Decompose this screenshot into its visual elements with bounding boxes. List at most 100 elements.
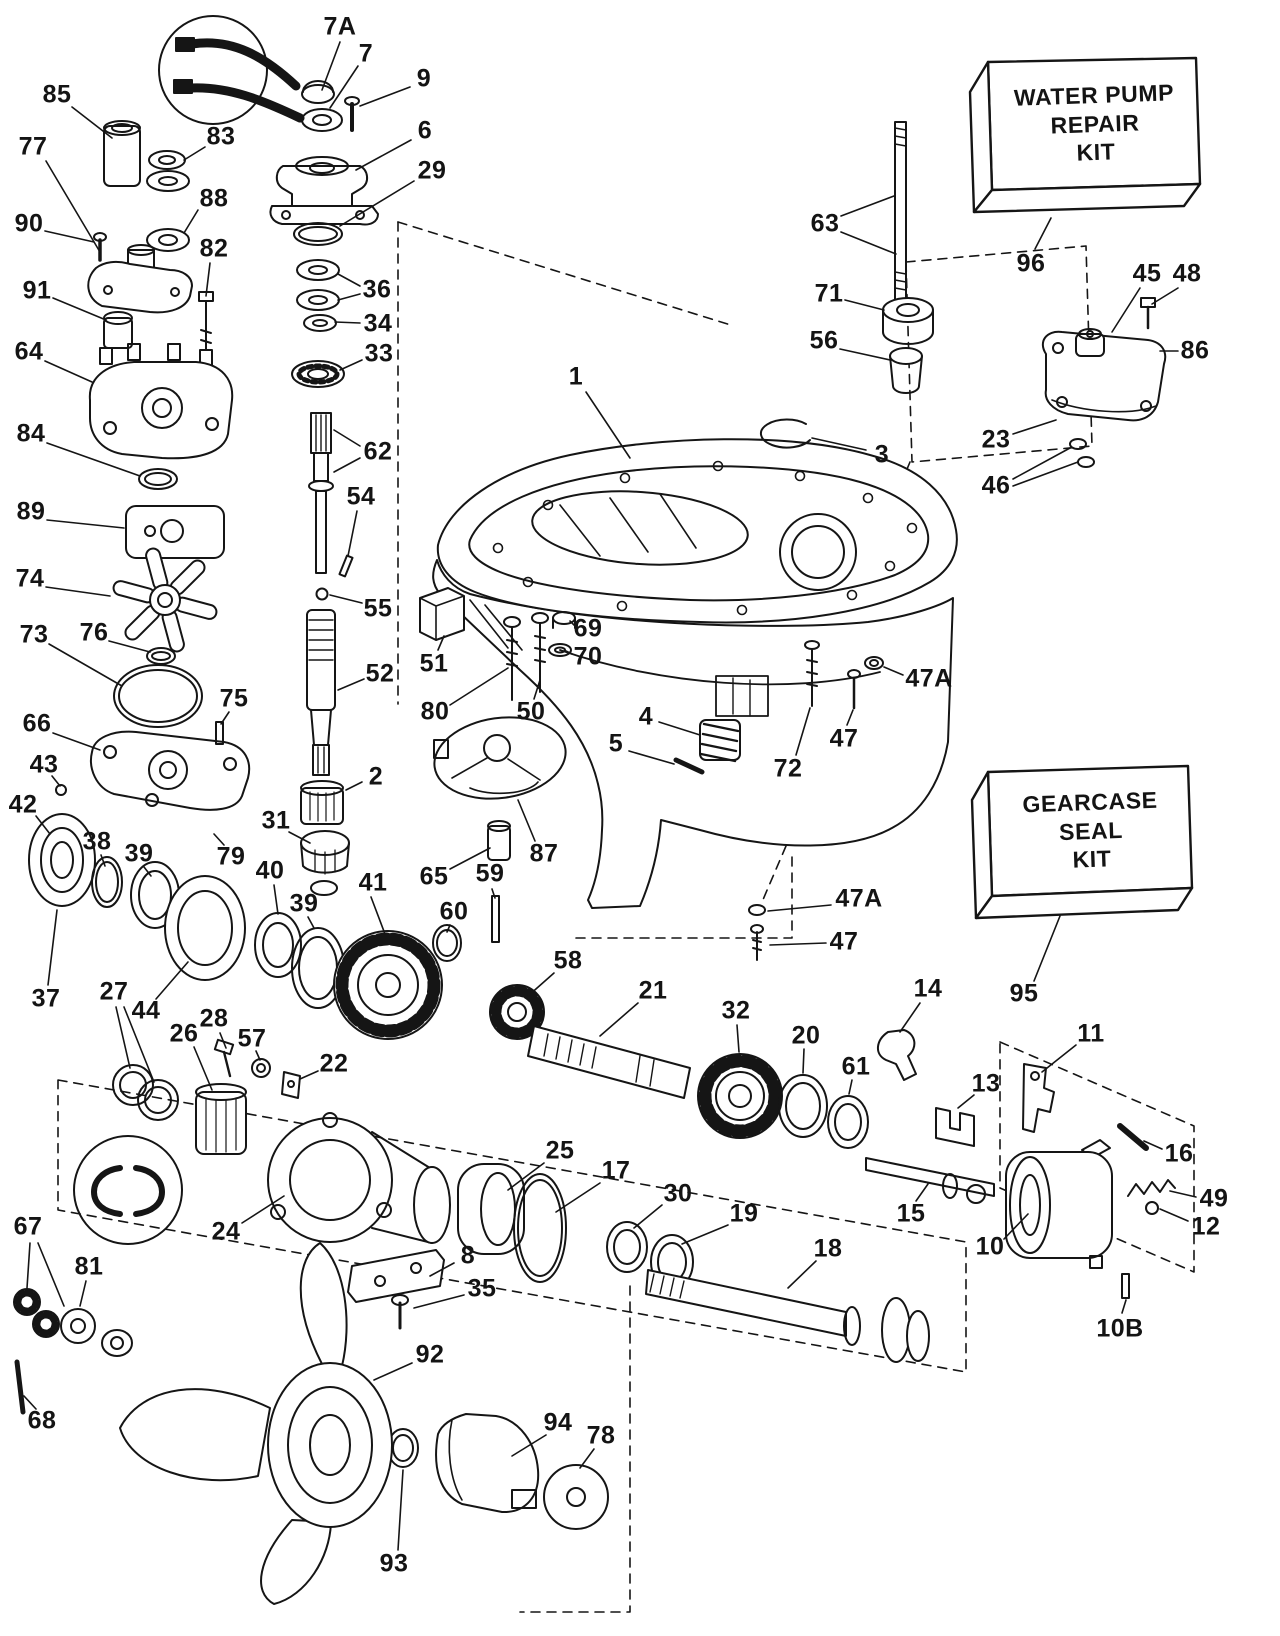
leader-line-19 <box>681 1224 729 1245</box>
leader-line-69 <box>569 620 575 626</box>
leader-line-78 <box>579 1448 595 1469</box>
water-pump-kit-label: WATER PUMP REPAIR KIT <box>1013 79 1175 166</box>
forward-gear <box>333 930 443 1040</box>
leader-line-64 <box>44 360 93 383</box>
propeller <box>119 1242 393 1605</box>
leader-line-11 <box>1041 1044 1077 1073</box>
leader-line-88 <box>183 209 199 234</box>
leader-line-18 <box>787 1260 817 1289</box>
housing-fasteners <box>748 640 884 961</box>
leader-line-17 <box>555 1182 601 1213</box>
gearcase-seal-kit-label: GEARCASE SEAL KIT <box>1022 786 1158 873</box>
leader-line-74 <box>45 586 111 597</box>
leader-line-46 <box>1012 447 1071 480</box>
water-pump-assembly <box>55 343 251 811</box>
front-housing-hardware <box>419 587 741 962</box>
leader-line-49 <box>1169 1190 1197 1198</box>
brand-logo-circle <box>73 1135 183 1245</box>
leader-line-59 <box>491 888 496 899</box>
leader-line-40 <box>273 884 279 915</box>
leader-line-72 <box>795 707 811 756</box>
leader-line-15 <box>915 1183 929 1202</box>
leader-line-31 <box>288 831 311 844</box>
leader-line-28 <box>219 1032 227 1049</box>
leader-line-67 <box>26 1242 31 1289</box>
leader-line-24 <box>241 1195 285 1224</box>
leader-line-10 <box>1003 1213 1029 1240</box>
leader-line-12 <box>1159 1208 1189 1222</box>
propshaft-group <box>489 984 869 1149</box>
leader-line-80 <box>449 667 509 706</box>
exploded-view-guides <box>57 221 1195 1613</box>
leader-line-5 <box>628 750 675 765</box>
leader-line-39 <box>307 916 315 929</box>
gearcase-seal-kit-box <box>970 764 1194 920</box>
leader-line-94 <box>511 1434 547 1457</box>
leader-line-30 <box>633 1204 663 1229</box>
pinion-gear-group <box>300 830 443 1040</box>
leader-line-16 <box>1143 1140 1163 1150</box>
leader-line-63 <box>840 231 897 255</box>
leader-line-55 <box>329 594 363 604</box>
leader-line-43 <box>51 775 61 787</box>
leader-line-27 <box>115 1006 131 1069</box>
leader-line-57 <box>255 1050 261 1061</box>
leader-line-4 <box>658 721 701 736</box>
leader-line-27 <box>123 1006 155 1083</box>
shift-linkage-group <box>865 1029 1176 1215</box>
leader-line-33 <box>339 359 363 371</box>
leader-line-7A <box>321 41 341 91</box>
leader-line-63 <box>840 195 895 217</box>
leader-line-1 <box>585 391 631 459</box>
leader-line-95 <box>1033 915 1061 982</box>
leader-line-77 <box>45 160 101 253</box>
leader-line-39 <box>143 866 152 877</box>
leader-line-14 <box>899 1002 921 1033</box>
leader-line-48 <box>1151 287 1179 305</box>
leader-line-41 <box>370 896 386 935</box>
water-tube-parts <box>87 120 214 351</box>
leader-line-79 <box>213 833 225 846</box>
leader-line-25 <box>507 1162 545 1191</box>
leader-line-62 <box>333 457 361 473</box>
impeller <box>112 547 218 653</box>
leader-line-68 <box>23 1395 37 1410</box>
leader-line-13 <box>957 1094 975 1109</box>
leader-line-67 <box>37 1242 65 1307</box>
leader-line-87 <box>517 799 536 842</box>
leader-line-82 <box>205 262 211 297</box>
snap-ring <box>759 418 811 449</box>
leader-line-65 <box>449 847 491 870</box>
hose-clamp-detail-circle <box>158 15 305 125</box>
leader-line-44 <box>155 961 189 1000</box>
leader-line-73 <box>48 643 123 687</box>
leader-line-89 <box>46 519 125 529</box>
leader-line-47 <box>846 709 854 726</box>
leader-line-2 <box>345 781 363 791</box>
leader-line-10B <box>1121 1299 1127 1314</box>
leader-line-32 <box>736 1024 740 1053</box>
leader-line-36 <box>337 273 361 287</box>
leader-line-54 <box>347 510 358 557</box>
leader-line-84 <box>46 442 141 477</box>
leader-line-61 <box>848 1079 853 1095</box>
driveshaft-seal-stack <box>269 80 379 388</box>
water-pump-kit-box <box>968 56 1202 214</box>
leader-line-91 <box>52 297 107 321</box>
leader-line-56 <box>839 348 891 361</box>
bearing-carrier-group <box>1005 1139 1130 1299</box>
leader-line-20 <box>802 1048 805 1074</box>
leader-line-90 <box>44 230 95 243</box>
driveshaft <box>300 412 354 825</box>
leader-line-36 <box>337 293 361 301</box>
leader-line-71 <box>844 299 885 311</box>
cover-plate-group <box>1041 297 1167 468</box>
leader-line-50 <box>533 679 541 700</box>
leader-line-81 <box>79 1280 87 1307</box>
leader-line-51 <box>437 635 445 651</box>
leader-line-37 <box>47 909 58 986</box>
leader-line-70 <box>565 650 573 655</box>
leader-line-75 <box>220 711 230 725</box>
